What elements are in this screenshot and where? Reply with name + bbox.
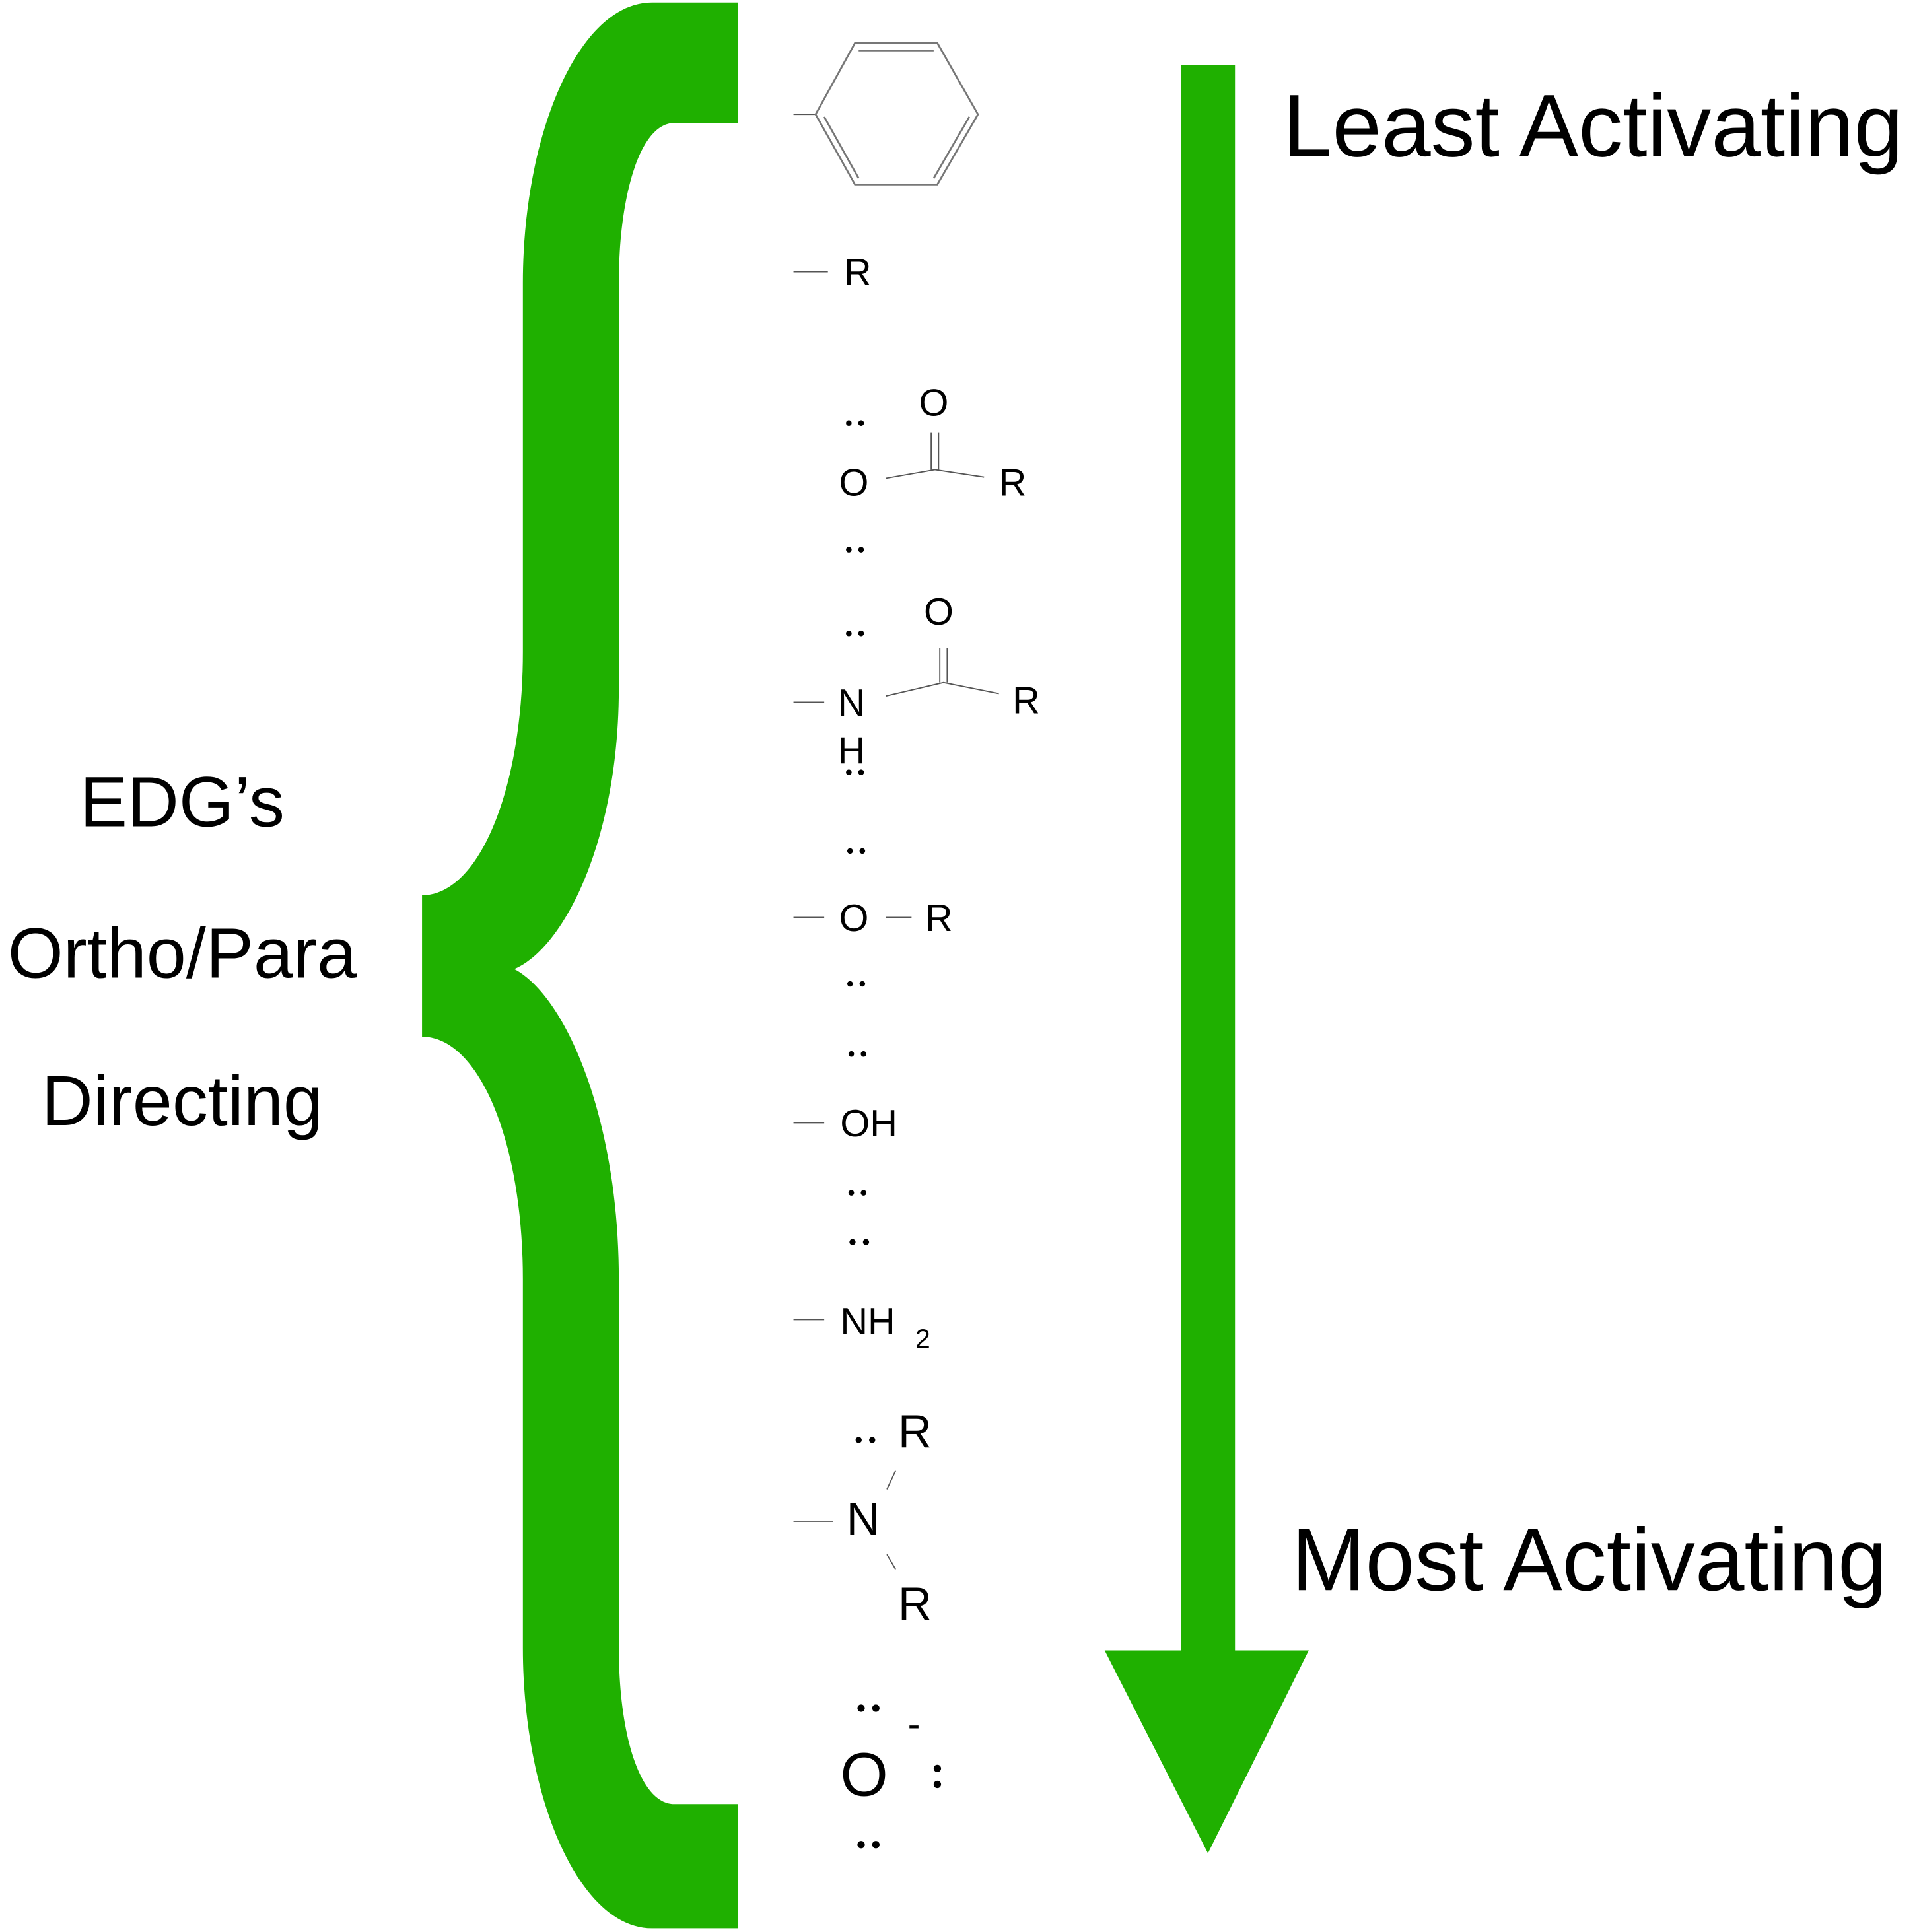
svg-text:R: R (898, 1405, 932, 1457)
lone-pair (847, 848, 866, 854)
activation-arrow (1104, 65, 1309, 1853)
svg-text:R: R (1012, 679, 1040, 722)
group-hydroxyl: OH (793, 1051, 897, 1196)
lone-pair (846, 769, 864, 775)
lone-pair (848, 1051, 867, 1057)
side-label-edg: EDG’s (80, 762, 285, 842)
svg-text:OH: OH (840, 1103, 897, 1145)
svg-text:N: N (847, 1492, 880, 1544)
group-dialkylamine: R N R (793, 1405, 932, 1630)
most-activating-label: Most Activating (1292, 1511, 1887, 1609)
benzene-ring (793, 42, 979, 186)
svg-text:R: R (844, 252, 872, 294)
svg-text:N: N (838, 682, 866, 724)
group-ether: O R (793, 848, 953, 987)
svg-text:NH: NH (840, 1301, 895, 1343)
arrow-shaft (1181, 65, 1236, 1652)
lone-pair (933, 1764, 942, 1789)
svg-text:R: R (999, 462, 1027, 504)
lone-pair (857, 1704, 880, 1712)
lone-pair (849, 1239, 870, 1245)
group-ester: O O R (839, 382, 1026, 553)
lone-pair (848, 1190, 867, 1196)
arrow-head (1104, 1650, 1309, 1853)
group-alkyl: R (793, 252, 872, 294)
svg-text:2: 2 (915, 1323, 930, 1354)
side-label-directing: Directing (42, 1060, 323, 1140)
lone-pair (857, 1841, 880, 1849)
svg-text:O: O (839, 897, 868, 940)
least-activating-label: Least Activating (1283, 77, 1903, 176)
lone-pair (846, 420, 864, 426)
lone-pair (847, 981, 866, 987)
svg-text:R: R (925, 897, 953, 940)
svg-text:R: R (898, 1577, 932, 1630)
lone-pair (846, 630, 864, 637)
group-amide: N H O R (793, 591, 1040, 775)
svg-text:O: O (840, 1740, 888, 1809)
svg-text:O: O (839, 462, 868, 504)
svg-text:H: H (838, 730, 866, 773)
svg-text:O: O (924, 591, 954, 633)
lone-pair (855, 1437, 876, 1443)
curly-brace (422, 2, 738, 1929)
group-amine: NH 2 (793, 1239, 930, 1354)
side-label-ortho-para: Ortho/Para (8, 913, 357, 993)
lone-pair (846, 547, 864, 553)
negative-charge: - (908, 1703, 921, 1744)
group-alkoxide: O - (840, 1703, 942, 1849)
svg-text:O: O (919, 382, 949, 425)
